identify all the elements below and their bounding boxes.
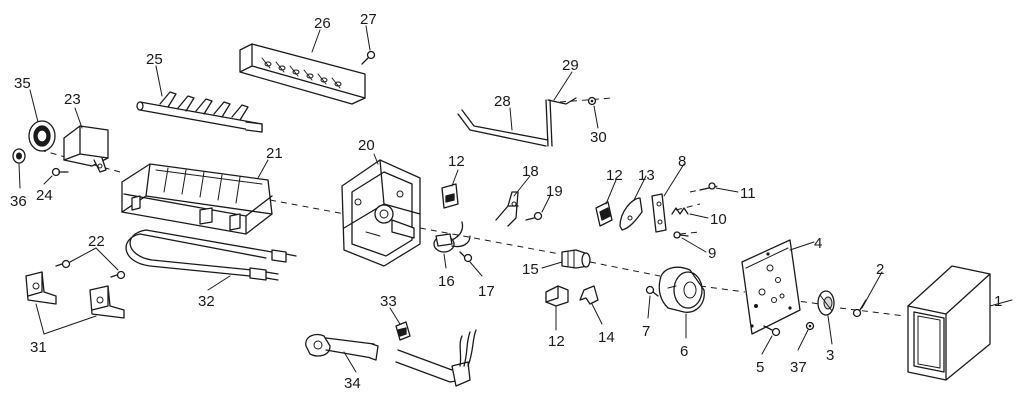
part-24-screw — [51, 167, 69, 177]
label-part-6: 6 — [680, 343, 688, 360]
part-7-screw — [645, 285, 659, 297]
label-part-30: 30 — [590, 129, 607, 146]
label-part-33: 33 — [380, 293, 397, 310]
label-part-11: 11 — [740, 185, 756, 202]
part-4-mounting-plate — [741, 239, 801, 335]
part-12-switch-upper — [441, 183, 459, 209]
part-37-nut — [805, 321, 815, 331]
label-part-28: 28 — [494, 93, 511, 110]
part-16-thermostat — [433, 221, 471, 253]
part-29-feeler-arm — [545, 97, 577, 147]
part-11-screw — [699, 182, 716, 191]
label-part-35: 35 — [14, 75, 31, 92]
part-23-cover — [63, 125, 109, 173]
label-part-16: 16 — [438, 273, 455, 290]
label-part-12-upper: 12 — [448, 153, 465, 170]
part-3-knob — [817, 290, 835, 316]
label-part-9: 9 — [708, 245, 716, 262]
part-5-screw — [763, 325, 781, 337]
label-part-22: 22 — [88, 233, 105, 250]
part-30-nut — [587, 96, 597, 106]
leader-lines — [18, 25, 1013, 373]
label-part-1: 1 — [994, 293, 1002, 310]
part-27-screw — [361, 50, 376, 65]
label-part-24: 24 — [36, 187, 53, 204]
part-8-lever — [651, 193, 667, 233]
part-1-front-cover — [907, 265, 991, 381]
part-31-brackets — [25, 271, 125, 319]
label-part-25: 25 — [146, 51, 163, 68]
part-21-ice-mold — [121, 163, 273, 235]
callout-labels: 1 2 3 4 5 6 7 8 9 10 11 12 12 12 13 14 1… — [10, 11, 1002, 392]
label-part-13: 13 — [638, 167, 655, 184]
part-9-screw — [673, 231, 689, 239]
label-part-19: 19 — [546, 183, 563, 200]
part-35-seal-ring — [28, 120, 56, 152]
part-19-screw — [525, 211, 543, 221]
part-17-screw — [459, 251, 473, 263]
part-33-clip — [395, 321, 411, 341]
part-36-nut — [12, 148, 26, 164]
part-25-ejector-shaft — [136, 91, 263, 133]
label-part-32: 32 — [198, 293, 215, 310]
part-14-clip — [579, 285, 599, 305]
label-part-27: 27 — [360, 11, 377, 28]
part-32-heater — [125, 229, 297, 281]
label-part-15: 15 — [522, 261, 539, 278]
label-part-3: 3 — [826, 347, 834, 364]
part-34-wiring-harness — [305, 329, 477, 387]
label-part-12-middle: 12 — [606, 167, 623, 184]
part-20-housing — [341, 159, 421, 267]
part-2-screw — [852, 299, 867, 318]
label-part-20: 20 — [358, 137, 375, 154]
label-part-17: 17 — [478, 283, 495, 300]
label-part-5: 5 — [756, 359, 764, 376]
label-part-4: 4 — [814, 235, 822, 252]
label-part-34: 34 — [344, 375, 361, 392]
part-6-motor — [658, 266, 705, 313]
part-13-cam — [619, 197, 643, 231]
part-10-spring — [671, 207, 689, 215]
part-12-switch-middle — [595, 201, 613, 227]
label-part-14: 14 — [598, 329, 615, 346]
part-22-screws — [55, 259, 126, 280]
part-15-gear — [561, 249, 591, 269]
label-part-18: 18 — [522, 163, 539, 180]
label-part-36: 36 — [10, 193, 27, 210]
part-26-stripper — [239, 43, 366, 105]
label-part-2: 2 — [876, 261, 884, 278]
label-part-21: 21 — [266, 145, 283, 162]
label-part-10: 10 — [710, 211, 727, 228]
part-28-shutoff-arm — [457, 109, 549, 147]
label-part-7: 7 — [642, 323, 650, 340]
label-part-26: 26 — [314, 15, 331, 32]
label-part-23: 23 — [64, 91, 81, 108]
label-part-29: 29 — [562, 57, 579, 74]
label-part-8: 8 — [678, 153, 686, 170]
part-12-switch-lower — [545, 285, 569, 307]
label-part-37: 37 — [790, 359, 807, 376]
label-part-31: 31 — [30, 339, 47, 356]
label-part-12-lower: 12 — [548, 333, 565, 350]
part-18-lever — [495, 191, 519, 227]
